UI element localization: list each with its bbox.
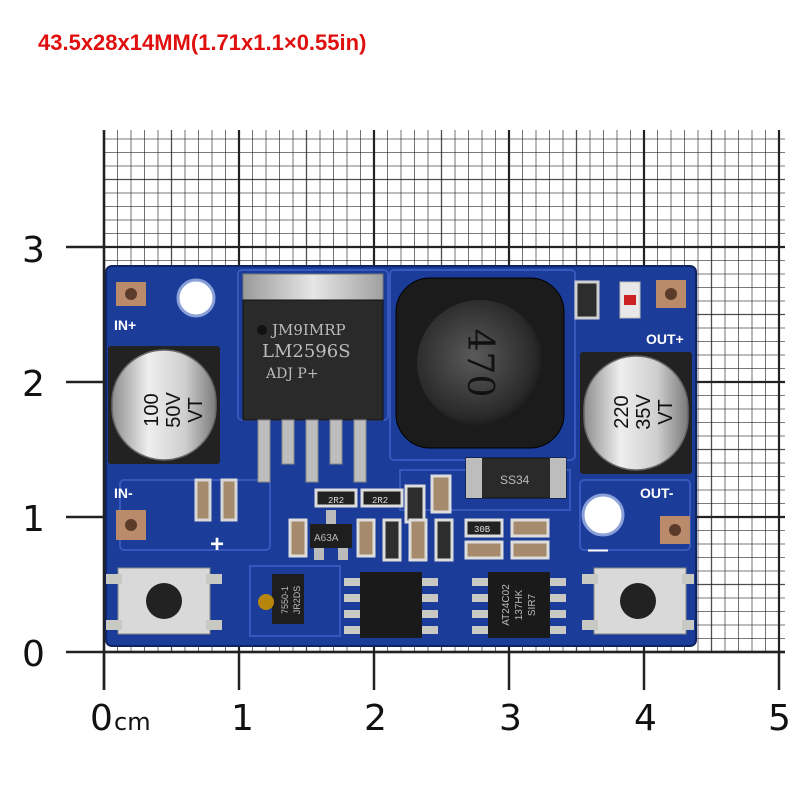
y-axis-labels: 3 2 1 0 — [22, 230, 45, 675]
in-plus-label: IN+ — [114, 317, 136, 333]
sot-label: A63A — [314, 533, 339, 544]
sot89-line-2: JR2DS — [292, 586, 302, 615]
mount-hole-right — [581, 493, 625, 537]
sot-transistor: A63A — [310, 510, 352, 560]
y-label-3: 3 — [22, 230, 45, 271]
cap-in-type: VT — [185, 397, 207, 423]
ic-right-line-3: SIR7 — [527, 593, 538, 616]
y-label-2: 2 — [22, 364, 45, 405]
x-label-5: 5 — [768, 698, 791, 739]
product-dimensions-title: 43.5x28x14MM(1.71x1.1×0.55in) — [38, 30, 367, 55]
cap-out-type: VT — [655, 399, 677, 425]
diode-label: SS34 — [500, 473, 530, 487]
chip-line-1: JM9IMRP — [270, 321, 346, 339]
power-inductor: 470 — [395, 277, 565, 449]
chip-line-3: ADJ P+ — [265, 366, 319, 382]
y-label-0: 0 — [22, 634, 45, 675]
terminal-pads — [116, 280, 690, 544]
in-minus-label: IN- — [114, 485, 133, 501]
x-label-3: 3 — [499, 698, 522, 739]
regulator-sot89: 7550-1 JR2DS — [258, 574, 304, 624]
sot89-line-1: 7550-1 — [280, 586, 290, 614]
y-label-1: 1 — [22, 499, 45, 540]
tact-switch-right — [582, 567, 694, 635]
output-capacitor: 220 35V VT — [580, 352, 692, 474]
input-capacitor: 100 50V VT — [108, 346, 220, 464]
chip-line-2: LM2596S — [262, 341, 351, 362]
x-label-0: 0 — [90, 698, 113, 739]
inductor-value: 470 — [459, 329, 500, 398]
schottky-diode: SS34 — [465, 457, 567, 499]
ic-right-line-2: 137HK — [514, 589, 525, 620]
smd-components: 2R2 2R2 30B — [194, 280, 641, 562]
tact-switch-left — [106, 567, 222, 635]
resistor-label-b: 2R2 — [372, 496, 388, 506]
cap-out-value: 220 — [611, 395, 633, 428]
plus-mark: + — [210, 531, 224, 558]
x-label-1: 1 — [231, 698, 254, 739]
x-label-4: 4 — [634, 698, 657, 739]
minus-mark: — — [588, 539, 608, 561]
cap-in-voltage: 50V — [163, 392, 185, 428]
x-unit-label: cm — [114, 708, 151, 736]
mount-hole-top-left — [176, 278, 216, 318]
x-label-2: 2 — [364, 698, 387, 739]
cap-in-value: 100 — [141, 393, 163, 426]
cap-out-voltage: 35V — [633, 394, 655, 430]
soic-ic-right: AT24C02 137HK SIR7 — [472, 572, 566, 638]
out-plus-label: OUT+ — [646, 331, 684, 347]
pcb-board: IN+ IN- OUT+ OUT- + — 100 50V VT JM9IMRP… — [105, 265, 697, 647]
ic-right-line-1: AT24C02 — [501, 584, 512, 626]
resistor-label-a: 2R2 — [328, 496, 344, 506]
soic-ic-left — [344, 572, 438, 638]
resistor-label-c: 30B — [474, 525, 491, 535]
out-minus-label: OUT- — [640, 485, 674, 501]
lm2596-regulator: JM9IMRP LM2596S ADJ P+ — [242, 273, 384, 483]
x-axis-labels: 0 cm 1 2 3 4 5 — [90, 698, 791, 739]
